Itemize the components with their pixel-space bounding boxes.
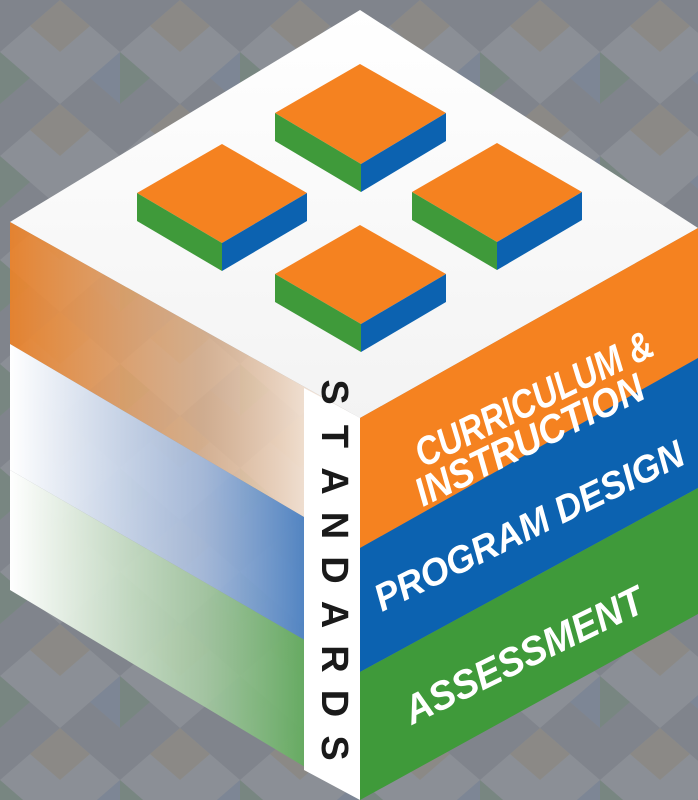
layer-assessment-band [360,488,698,800]
block-top-front [275,225,446,352]
spine-letter: R [313,645,355,672]
standards-spine [304,388,360,800]
block-top-center [275,64,446,192]
left-face-curriculum-band [10,222,360,550]
spine-letter: S [313,735,355,760]
cube-top-face [10,10,698,418]
spine-letter: A [313,601,355,628]
spine-letter: T [313,425,355,448]
layer-curriculum-band [360,228,698,548]
spine-letter: N [313,512,355,539]
spine-letter: S [313,379,355,404]
spine-letter: A [313,467,355,494]
block-top-right [412,143,582,270]
layer-program-band [360,358,698,672]
block-top-left [137,144,307,271]
spine-letter: D [313,690,355,717]
left-face-program-band [10,344,360,672]
spine-letter: D [313,556,355,583]
left-face-assessment-band [10,470,360,800]
